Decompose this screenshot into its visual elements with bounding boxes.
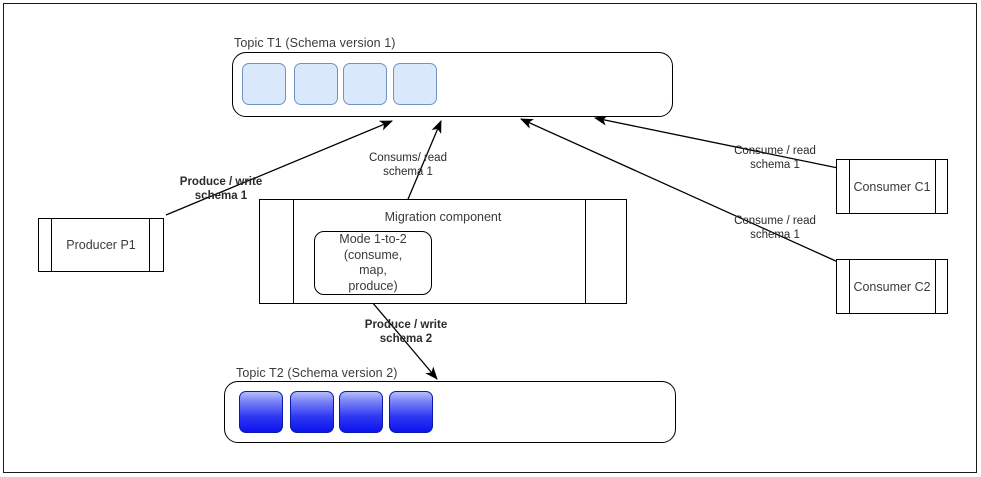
- message-cell-t2-3: [339, 391, 383, 433]
- consumer-c1-left-divider: [849, 160, 850, 213]
- consumer-c1-right-divider: [935, 160, 936, 213]
- migration-component-node: Migration component Mode 1-to-2 (consume…: [259, 199, 627, 304]
- consumer-c2-left-divider: [849, 260, 850, 313]
- message-cell-t1-2: [294, 63, 338, 105]
- consumer-c2-right-divider: [935, 260, 936, 313]
- consumer-c1-label: Consumer C1: [853, 179, 931, 194]
- canvas-border-frame: [3, 3, 977, 473]
- message-cell-t2-4: [389, 391, 433, 433]
- message-cell-t1-1: [242, 63, 286, 105]
- edge-consumer-c2-to-t1: [520, 118, 839, 263]
- consumer-c2-node: Consumer C2: [836, 259, 948, 314]
- edge-producer-to-t1: [165, 120, 393, 216]
- edge-migration-to-t2: [371, 301, 438, 380]
- producer-left-divider: [51, 219, 52, 271]
- message-cell-t1-4: [393, 63, 437, 105]
- consumer-c2-label: Consumer C2: [853, 279, 931, 294]
- topic-t2-title: Topic T2 (Schema version 2): [236, 366, 398, 380]
- topic-t1-title: Topic T1 (Schema version 1): [234, 36, 396, 50]
- migration-left-divider: [293, 200, 294, 303]
- mode-1-to-2-box: Mode 1-to-2 (consume, map, produce): [314, 231, 432, 295]
- edge-label-consume-read-schema-1-c2: Consume / read schema 1: [734, 215, 816, 241]
- edge-label-produce-write-schema-2: Produce / write schema 2: [364, 319, 448, 345]
- topic-t2-container: [224, 381, 676, 443]
- producer-p1-node: Producer P1: [38, 218, 164, 272]
- producer-p1-label: Producer P1: [66, 238, 136, 252]
- mode-1-to-2-label: Mode 1-to-2 (consume, map, produce): [339, 232, 407, 293]
- edge-label-consume-read-schema-1-c1: Consume / read schema 1: [734, 145, 816, 171]
- message-cell-t2-1: [239, 391, 283, 433]
- consumer-c1-node: Consumer C1: [836, 159, 948, 214]
- message-cell-t1-3: [343, 63, 387, 105]
- producer-right-divider: [149, 219, 150, 271]
- migration-right-divider: [585, 200, 586, 303]
- migration-component-title: Migration component: [384, 210, 502, 224]
- message-cell-t2-2: [290, 391, 334, 433]
- topic-t1-container: [232, 52, 673, 117]
- edge-consumer-c1-to-t1: [593, 115, 839, 169]
- edge-label-consume-read-schema-1-migration: Consums/ read schema 1: [369, 152, 447, 178]
- edge-label-produce-write-schema-1: Produce / write schema 1: [179, 176, 263, 202]
